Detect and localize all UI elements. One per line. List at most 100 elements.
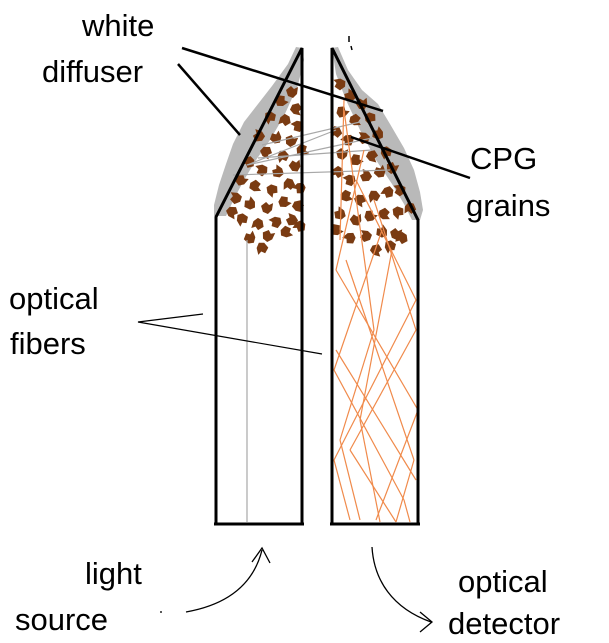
leader-diffuser-left <box>177 63 241 136</box>
cpg-grain <box>226 206 238 220</box>
cpg-grain <box>342 174 356 187</box>
label-source-line1: light <box>85 556 142 591</box>
cpg-grain <box>278 196 292 208</box>
cpg-grain <box>380 186 394 198</box>
cpg-grain <box>292 182 306 194</box>
light-ray <box>333 299 417 461</box>
light-source-arrow <box>185 549 263 613</box>
light-ray <box>333 369 405 501</box>
cpg-grain <box>359 168 373 182</box>
cpg-grain <box>350 154 364 166</box>
cpg-grain <box>334 206 346 220</box>
light-ray <box>403 499 411 523</box>
detector-arrow <box>371 546 432 623</box>
cpg-grain <box>262 229 276 243</box>
label-source-line2: source <box>15 602 108 637</box>
light-ray <box>335 269 419 411</box>
flow-arrows <box>160 546 434 633</box>
light-ray <box>335 149 365 271</box>
light-ray <box>246 129 337 166</box>
light-ray <box>355 179 417 301</box>
leader-lines <box>137 46 471 355</box>
label-detector-line1: optical <box>458 564 548 599</box>
cpg-grain <box>280 225 294 238</box>
leader-diffuser-right <box>181 46 384 113</box>
cpg-grain <box>373 164 386 178</box>
cpg-grain <box>236 213 248 227</box>
cpg-grain <box>268 216 282 229</box>
cpg-grain <box>395 231 408 245</box>
cpg-grain <box>365 150 379 163</box>
labels: white diffuser CPG grains optical fibers… <box>9 8 560 641</box>
cpg-grain <box>283 178 296 190</box>
label-diffuser-line2: diffuser <box>42 54 143 89</box>
light-ray <box>246 137 373 166</box>
light-ray <box>359 249 393 421</box>
light-ray <box>339 439 361 521</box>
cpg-grain <box>289 103 303 116</box>
cpg-grain <box>251 217 264 231</box>
label-grains-line2: grains <box>466 188 550 223</box>
light-ray <box>373 199 417 331</box>
cpg-grain <box>278 113 291 127</box>
cpg-grain <box>266 184 278 198</box>
light-ray <box>333 459 351 521</box>
cpg-grain <box>333 78 346 91</box>
light-ray <box>257 149 373 159</box>
cpg-grain <box>243 230 256 244</box>
detector-arrowhead <box>419 611 434 633</box>
cpg-grain <box>340 189 354 202</box>
cpg-grain <box>369 244 383 257</box>
leader-grains <box>350 135 471 180</box>
cpg-grain <box>269 130 282 144</box>
cpg-grain <box>286 86 298 98</box>
cpg-grain <box>336 106 350 118</box>
cpg-grain <box>342 232 356 244</box>
optical-fibers <box>214 47 420 526</box>
cpg-grain <box>285 134 299 148</box>
cpg-grain <box>272 164 284 178</box>
cpg-grain <box>275 95 289 107</box>
cpg-grain <box>392 206 404 220</box>
cpg-grain <box>261 201 274 215</box>
cpg-grain <box>230 192 242 205</box>
label-fibers-line1: optical <box>9 281 99 316</box>
label-fibers-line2: fibers <box>10 326 86 361</box>
cpg-grain <box>256 242 269 255</box>
cpg-grain <box>244 196 256 210</box>
cpg-grain <box>364 210 378 222</box>
cpg-grains <box>226 78 417 257</box>
cpg-grain <box>368 190 381 203</box>
cpg-grain <box>260 146 272 160</box>
light-ray <box>395 459 415 523</box>
label-detector-line2: detector <box>448 606 560 641</box>
light-ray <box>375 409 419 521</box>
light-ray <box>345 259 415 461</box>
light-ray <box>232 169 391 176</box>
cpg-grain <box>344 88 356 102</box>
light-ray <box>359 419 381 523</box>
cpg-grain <box>249 179 262 192</box>
cpg-grain <box>290 120 304 133</box>
cpg-grain <box>330 224 344 236</box>
label-diffuser-line1: white <box>81 8 154 43</box>
leader-fibers <box>137 313 323 355</box>
light-source-arrowhead <box>251 546 271 564</box>
label-grains-line1: CPG <box>470 141 537 176</box>
cpg-grain <box>285 213 299 226</box>
cpg-grain <box>349 213 362 226</box>
light-ray <box>339 99 345 241</box>
cpg-grain <box>288 159 301 172</box>
cpg-grain <box>360 230 372 243</box>
tip-marks <box>348 36 353 51</box>
cpg-grain <box>255 164 268 177</box>
light-ray <box>349 329 417 451</box>
light-ray <box>335 349 417 481</box>
cpg-grain <box>235 174 249 186</box>
cpg-grain <box>378 207 390 220</box>
light-ray <box>343 109 375 331</box>
light-ray <box>333 229 383 371</box>
light-rays <box>232 99 419 523</box>
